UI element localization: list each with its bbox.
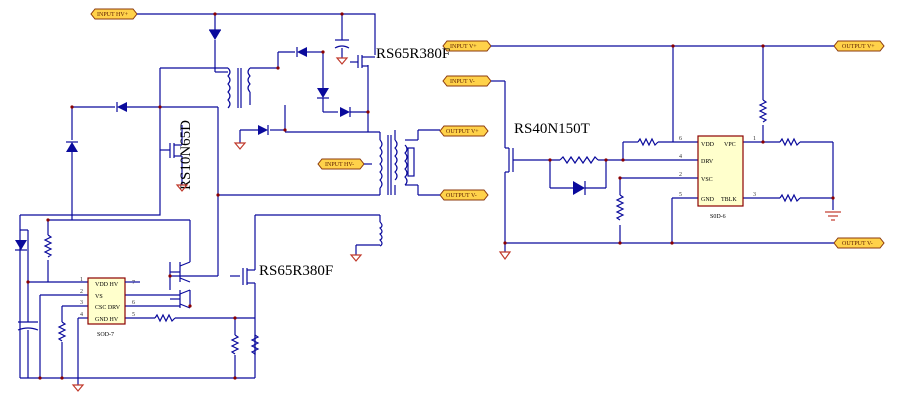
mosfet-bottom-icon [242, 265, 256, 288]
port-input-v-minus: INPUT V- [442, 75, 492, 87]
resistor-vpc-icon [779, 137, 801, 147]
ic-right: VDD DRV VSC GND VPC TBLK 6 4 2 5 1 3 S0D… [679, 135, 756, 220]
ic-right-pin-2: 2 [679, 172, 682, 178]
mosfet-top-label: RS65R380F [376, 46, 450, 62]
ground-earth-icon [825, 211, 841, 221]
port-output-v-minus-left: OUTPUT V- [439, 189, 489, 201]
port-input-hv-mid-label: INPUT HV- [325, 162, 354, 168]
ic-left-row-1: VDD HV [95, 282, 119, 288]
port-output-v-plus-right: OUTPUT V+ [833, 40, 885, 52]
ic-right-package: S0D-6 [710, 214, 726, 220]
ground-symbol-icon [349, 254, 363, 262]
transistor-npn-icon [170, 261, 191, 283]
mosfet-aux-label: RS10N65D [178, 120, 194, 190]
mosfet-top-icon [350, 55, 375, 68]
resistor-r3-icon [154, 313, 176, 323]
left-circuit-wires [19, 13, 440, 385]
resistor-vdd-icon [637, 137, 659, 147]
diode-h3-icon [258, 125, 269, 135]
ic-right-vsc: VSC [701, 177, 713, 183]
resistor-r1-icon [43, 234, 53, 258]
resistor-r2-icon [57, 321, 67, 342]
diode-h2-icon [340, 107, 351, 117]
right-circuit-wires [491, 45, 834, 252]
ic-left-package: SOD-7 [97, 332, 114, 338]
ground-symbol-icon [335, 57, 349, 65]
diode-v3-icon [15, 240, 27, 251]
diode-sr-icon [573, 181, 586, 195]
port-output-v-minus-left-label: OUTPUT V- [446, 193, 477, 199]
port-output-v-minus-right: OUTPUT V- [833, 237, 885, 249]
ground-symbol-icon [233, 142, 247, 150]
ic-left-row-2: VS [95, 294, 103, 300]
ic-left-pin-1: 1 [80, 277, 83, 283]
ic-right-drv: DRV [701, 159, 714, 165]
ic-left-row-4: GND HV [95, 317, 119, 323]
diode-h1-icon [296, 47, 307, 57]
ic-right-pin-5: 5 [679, 192, 682, 198]
ic-left-pin-5: 5 [132, 312, 135, 318]
port-input-hv-top: INPUT HV+ [90, 8, 138, 20]
diode-v1-icon [317, 88, 329, 99]
resistor-top-right-icon [758, 99, 768, 123]
transformer-small-icon [227, 67, 251, 109]
ic-right-pin-1: 1 [753, 136, 756, 142]
ic-left-pin-7: 7 [132, 280, 135, 286]
mosfet-sr-icon [505, 147, 514, 173]
resistor-r5-icon [250, 334, 260, 355]
ic-right-tblk: TBLK [721, 197, 737, 203]
port-output-v-minus-right-label: OUTPUT V- [842, 241, 873, 247]
ic-right-vdd: VDD [701, 142, 715, 148]
transformer-main-icon [378, 135, 418, 247]
capacitor-left-icon [17, 282, 39, 378]
mosfet-sr-label: RS40N150T [514, 121, 590, 137]
resistor-gate-icon [559, 155, 599, 165]
mosfet-aux-icon [169, 140, 183, 162]
ground-symbol-icon [175, 184, 189, 192]
port-output-v-plus-left-label: OUTPUT V+ [446, 129, 479, 135]
resistor-vsc-icon [615, 194, 625, 221]
ic-left-pin-2: 2 [80, 289, 83, 295]
port-input-v-plus: INPUT V+ [442, 40, 492, 52]
junction-dots [26, 12, 835, 380]
ic-right-pin-6: 6 [679, 136, 682, 142]
diode-top-icon [209, 29, 221, 40]
capacitor-top-icon [334, 39, 350, 49]
ic-right-vpc: VPC [724, 142, 736, 148]
ic-left-pin-3: 3 [80, 300, 83, 306]
ic-right-pin-4: 4 [679, 154, 682, 160]
ground-symbol-icon [71, 384, 85, 392]
port-input-v-plus-label: INPUT V+ [450, 44, 477, 50]
resistor-tblk-icon [779, 193, 801, 203]
ic-left-pin-6: 6 [132, 300, 135, 306]
port-output-v-plus-left: OUTPUT V+ [439, 125, 489, 137]
ic-right-pin-3: 3 [753, 192, 756, 198]
resistor-r4-icon [230, 334, 240, 355]
ic-right-gnd: GND [701, 197, 715, 203]
port-output-v-plus-right-label: OUTPUT V+ [842, 44, 875, 50]
diode-h4-icon [116, 102, 127, 112]
diode-v2-icon [66, 141, 78, 152]
ground-symbol-icon [498, 251, 512, 261]
port-input-hv-top-label: INPUT HV+ [97, 12, 129, 18]
transistor-pnp-icon [170, 289, 191, 309]
mosfet-bottom-label: RS65R380F [259, 263, 333, 279]
ic-left-pin-4: 4 [80, 312, 83, 318]
ic-left: VDD HV VS CSC DRV GND HV 1 2 3 4 7 6 5 S… [80, 277, 140, 338]
ic-left-row-3: CSC DRV [95, 305, 121, 311]
port-input-v-minus-label: INPUT V- [450, 79, 475, 85]
port-input-hv-mid: INPUT HV- [317, 158, 365, 170]
